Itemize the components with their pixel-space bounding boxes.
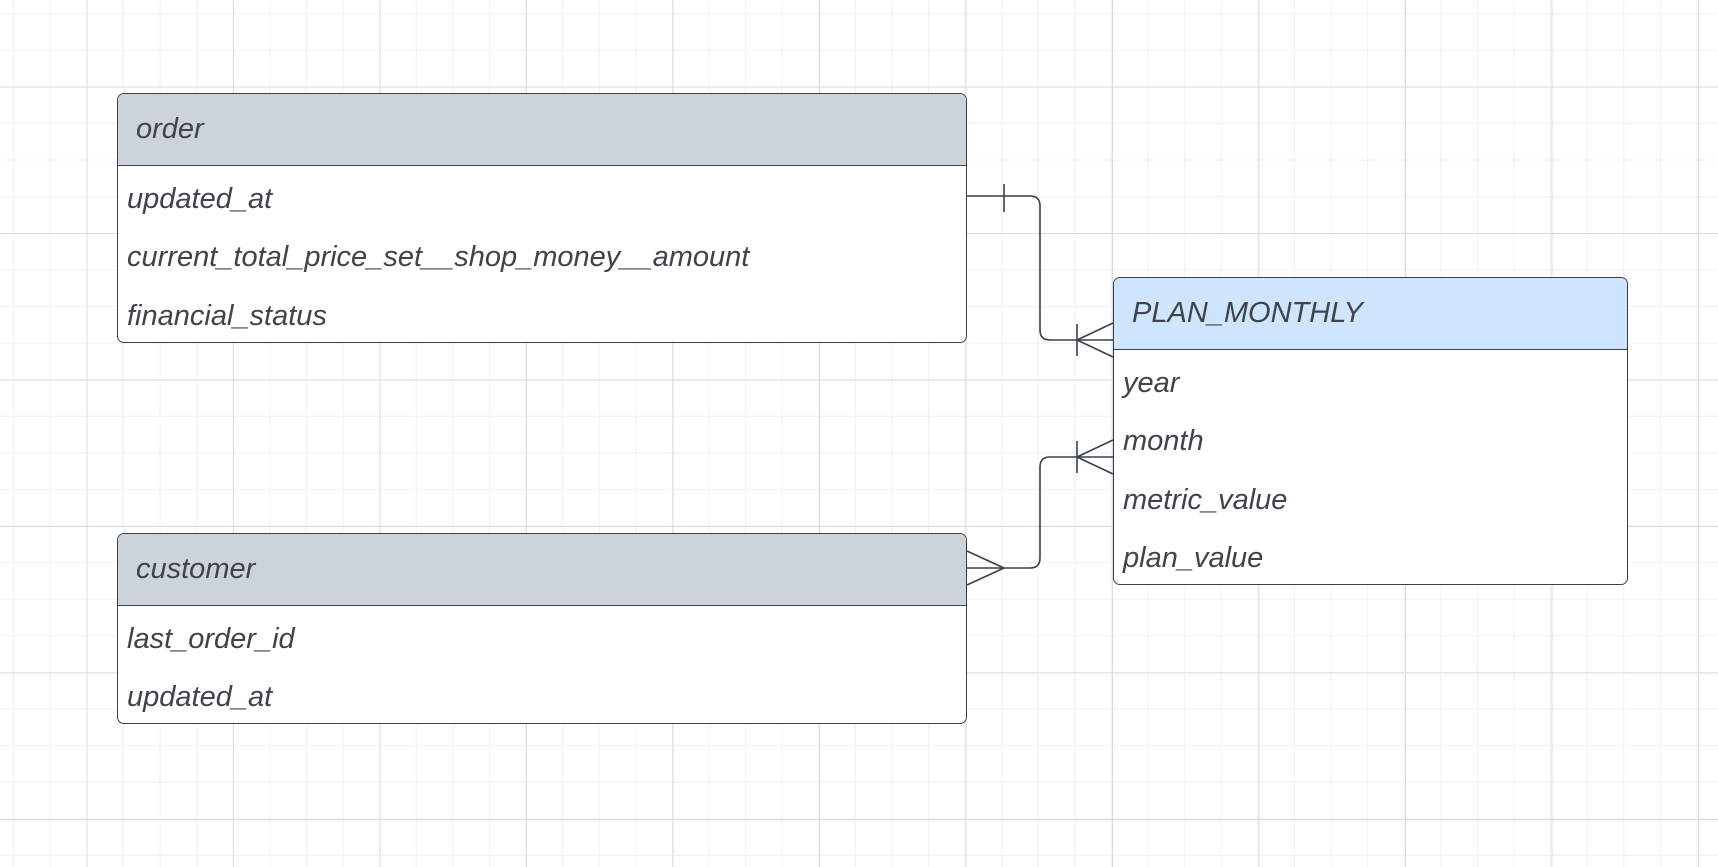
field-metric-value[interactable]: metric_value bbox=[1123, 483, 1288, 516]
field-current-total-price[interactable]: current_total_price_set__shop_money__amo… bbox=[127, 241, 750, 274]
many-marker-upper bbox=[966, 550, 1005, 569]
field-updated-at[interactable]: updated_at bbox=[127, 182, 273, 215]
field-financial-status[interactable]: financial_status bbox=[127, 299, 327, 332]
connector-line bbox=[967, 456, 1113, 569]
entity-fields: updated_at current_total_price_set__shop… bbox=[118, 166, 966, 342]
entity-order[interactable]: order updated_at current_total_price_set… bbox=[117, 93, 967, 343]
connector-line bbox=[967, 195, 1113, 341]
relationship-customer-plan[interactable] bbox=[966, 439, 1114, 586]
many-marker-lower bbox=[1076, 456, 1114, 475]
many-marker-lower bbox=[1076, 339, 1114, 358]
many-marker-lower bbox=[966, 567, 1005, 586]
entity-plan-monthly[interactable]: PLAN_MONTHLY year month metric_value pla… bbox=[1113, 277, 1628, 585]
entity-customer-header: customer bbox=[118, 534, 966, 606]
field-year[interactable]: year bbox=[1123, 366, 1180, 399]
entity-fields: year month metric_value plan_value bbox=[1114, 350, 1627, 584]
entity-customer[interactable]: customer last_order_id updated_at bbox=[117, 533, 967, 724]
entity-plan-monthly-header: PLAN_MONTHLY bbox=[1114, 278, 1627, 350]
field-updated-at[interactable]: updated_at bbox=[127, 681, 273, 714]
entity-title: PLAN_MONTHLY bbox=[1132, 297, 1364, 329]
entity-title: customer bbox=[136, 553, 256, 585]
entity-fields: last_order_id updated_at bbox=[118, 606, 966, 723]
field-last-order-id[interactable]: last_order_id bbox=[127, 622, 295, 655]
entity-title: order bbox=[136, 113, 204, 145]
field-plan-value[interactable]: plan_value bbox=[1123, 542, 1264, 575]
relationship-order-plan[interactable] bbox=[967, 184, 1114, 358]
entity-order-header: order bbox=[118, 94, 966, 166]
field-month[interactable]: month bbox=[1123, 425, 1204, 458]
many-marker-upper bbox=[1076, 322, 1114, 341]
many-marker-upper bbox=[1076, 439, 1114, 458]
